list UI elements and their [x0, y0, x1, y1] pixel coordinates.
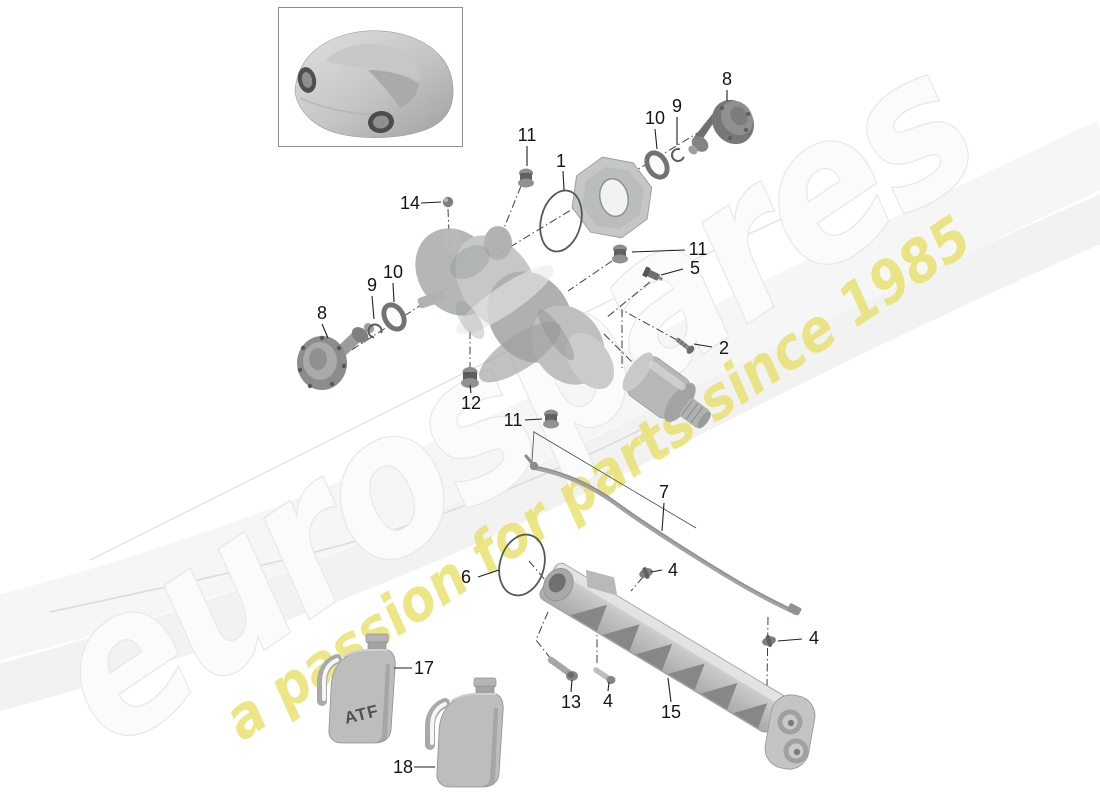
bolt-4-lower: [593, 667, 616, 684]
part-callout-2-1[interactable]: 2: [719, 338, 729, 358]
plug-11-top: [518, 168, 534, 188]
circlip-top: [671, 148, 685, 162]
part-callout-4-3[interactable]: 4: [809, 628, 819, 648]
leader-line: [469, 384, 472, 394]
leader-line: [661, 502, 665, 532]
leader-lines: [321, 90, 803, 768]
part-callout-5-5[interactable]: 5: [690, 258, 700, 278]
part-callout-10-12[interactable]: 10: [645, 108, 665, 128]
differential-housing: [415, 226, 614, 390]
screw-2: [675, 337, 695, 354]
leader-line: [607, 681, 610, 692]
vehicle-thumbnail-box: [278, 7, 463, 147]
leader-line: [777, 638, 803, 642]
leader-line: [524, 418, 543, 421]
leader-line: [392, 282, 395, 303]
circlip-left: [367, 323, 383, 339]
bolt-5: [642, 266, 664, 281]
part-callout-6-6[interactable]: 6: [461, 567, 471, 587]
part-callout-14-19[interactable]: 14: [400, 193, 420, 213]
plug-11-low: [543, 409, 559, 429]
part-callout-8-9[interactable]: 8: [317, 303, 327, 323]
part-callout-9-10[interactable]: 9: [672, 96, 682, 116]
leader-line: [371, 295, 375, 320]
part-callout-4-4[interactable]: 4: [603, 691, 613, 711]
shaft-seal-ring-left: [381, 302, 407, 332]
background-swoosh: [0, 121, 1100, 712]
part-callout-9-11[interactable]: 9: [367, 275, 377, 295]
o-ring-1: [539, 189, 583, 253]
leader-line: [650, 569, 663, 573]
leader-line: [667, 677, 672, 703]
output-flange-left: [297, 323, 375, 390]
drain-plug-12: [461, 367, 479, 388]
stub-shaft: [622, 352, 711, 429]
car-image: [294, 30, 454, 138]
bolt-13: [547, 656, 578, 681]
car-taillight: [427, 96, 443, 114]
watermark-brand-text: eurospares: [9, 10, 1013, 791]
clip-4-upper: [639, 567, 653, 579]
side-cover-plate: [571, 156, 653, 239]
shaft-seal-ring-top: [644, 150, 670, 180]
part-callout-11-15[interactable]: 11: [689, 239, 708, 259]
part-callout-18-22[interactable]: 18: [393, 757, 413, 777]
atf-bottle-17: ATF: [322, 634, 395, 743]
pipe-pointer-lines: [531, 430, 697, 529]
oil-pipe-7: [524, 454, 802, 616]
leader-line: [420, 201, 442, 204]
part-callout-13-18[interactable]: 13: [561, 692, 581, 712]
leader-line: [660, 268, 684, 276]
cooler-end-block: [764, 694, 816, 770]
part-callout-11-16[interactable]: 11: [504, 410, 523, 430]
part-callout-7-7[interactable]: 7: [659, 482, 669, 502]
leader-line: [654, 128, 658, 150]
part-callout-17-21[interactable]: 17: [414, 658, 434, 678]
part-callout-15-20[interactable]: 15: [661, 702, 681, 722]
leader-line: [321, 323, 329, 339]
leader-line: [477, 569, 500, 578]
part-callout-8-8[interactable]: 8: [722, 69, 732, 89]
ball-plug-14: [442, 196, 454, 208]
plug-11-mid: [612, 244, 628, 264]
clip-4-right: [762, 635, 776, 647]
part-callout-1-0[interactable]: 1: [556, 151, 566, 171]
fluid-bottle-18: [430, 678, 503, 787]
watermark: eurospares a passion for parts since 198…: [8, 8, 1014, 792]
leader-line: [562, 170, 565, 191]
leader-line: [693, 343, 713, 348]
part-callout-4-2[interactable]: 4: [668, 560, 678, 580]
leader-line: [570, 679, 573, 693]
leader-line: [631, 249, 686, 253]
part-callout-12-17[interactable]: 12: [461, 393, 481, 413]
output-flange-top: [688, 99, 754, 155]
o-ring-6: [498, 533, 546, 597]
part-callout-11-14[interactable]: 11: [518, 125, 537, 145]
part-callout-10-13[interactable]: 10: [383, 262, 403, 282]
cooler-bracket-15: [539, 562, 816, 770]
